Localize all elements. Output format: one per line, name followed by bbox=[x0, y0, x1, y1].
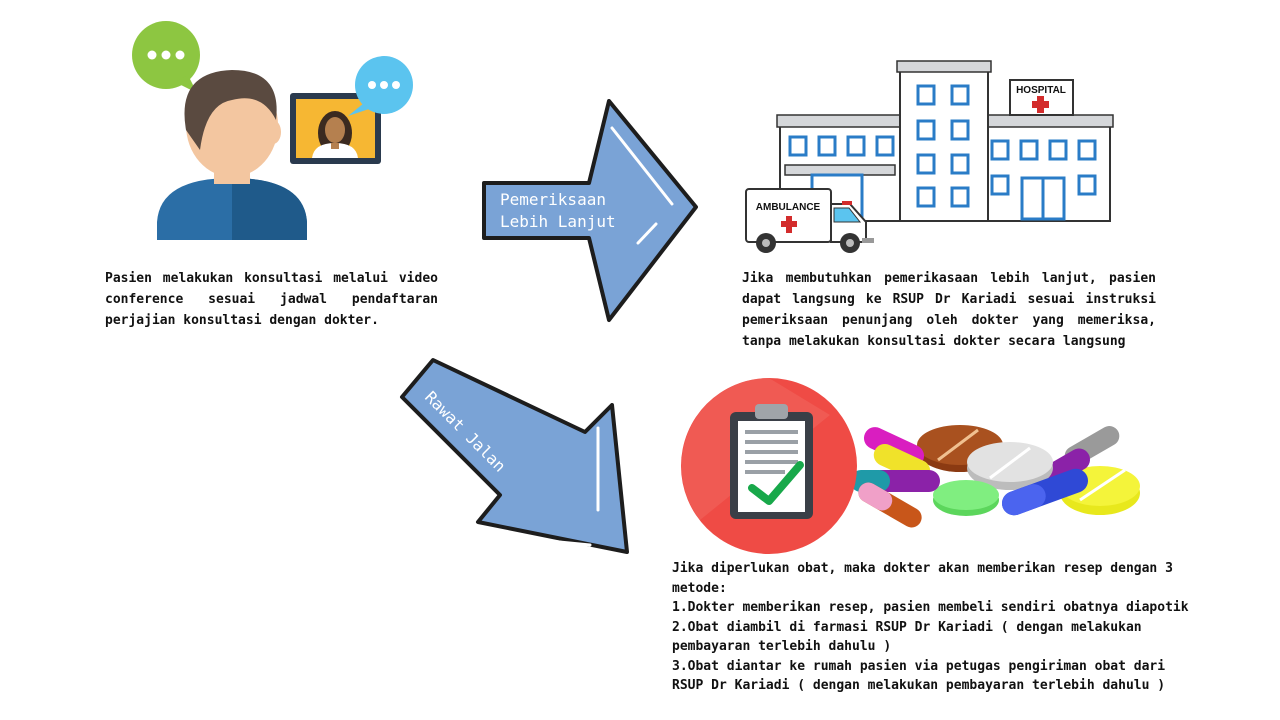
video-consultation-illustration bbox=[132, 21, 413, 240]
further-exam-description: Jika membutuhkan pemerikasaan lebih lanj… bbox=[742, 271, 1156, 349]
patient-man-icon bbox=[157, 70, 307, 240]
pills-icon bbox=[850, 425, 1140, 528]
ambulance-text: AMBULANCE bbox=[756, 202, 821, 213]
arrow-rawat-jalan: Rawat Jalan bbox=[400, 358, 629, 554]
green-chat-bubble-icon bbox=[132, 21, 200, 93]
arrow-pemeriksaan-lebih-lanjut: Pemeriksaan Lebih Lanjut bbox=[482, 99, 698, 322]
arrow-label-line-1: Pemeriksaan bbox=[500, 190, 606, 209]
medicine-method-1: 1.Dokter memberikan resep, pasien membel… bbox=[672, 600, 1189, 615]
red-cross-icon bbox=[1032, 96, 1049, 113]
hospital-illustration: HOSPITAL AMBULANCE bbox=[745, 60, 1114, 253]
hospital-sign-text: HOSPITAL bbox=[1016, 85, 1066, 96]
clipboard-check-icon bbox=[681, 378, 857, 554]
medicine-line: pembayaran terlebih dahulu ) bbox=[672, 639, 892, 654]
medicine-method-3: 3.Obat diantar ke rumah pasien via petug… bbox=[672, 658, 1166, 674]
medicine-description: Jika diperlukan obat, maka dokter akan m… bbox=[672, 559, 1272, 696]
consultation-description: Pasien melakukan konsultasi melalui vide… bbox=[105, 271, 438, 328]
medicine-line: metode: bbox=[672, 580, 727, 596]
medicine-line: Jika diperlukan obat, maka dokter akan m… bbox=[672, 561, 1173, 576]
medicine-method-2: 2.Obat diambil di farmasi RSUP Dr Kariad… bbox=[672, 619, 1142, 635]
prescription-medicine-illustration bbox=[681, 378, 1140, 554]
medicine-line: RSUP Dr Kariadi ( dengan melakukan pemba… bbox=[672, 678, 1166, 693]
ambulance-icon: AMBULANCE bbox=[745, 188, 874, 253]
arrow-label-line-2: Lebih Lanjut bbox=[500, 212, 616, 231]
blue-chat-bubble-icon bbox=[348, 56, 413, 116]
